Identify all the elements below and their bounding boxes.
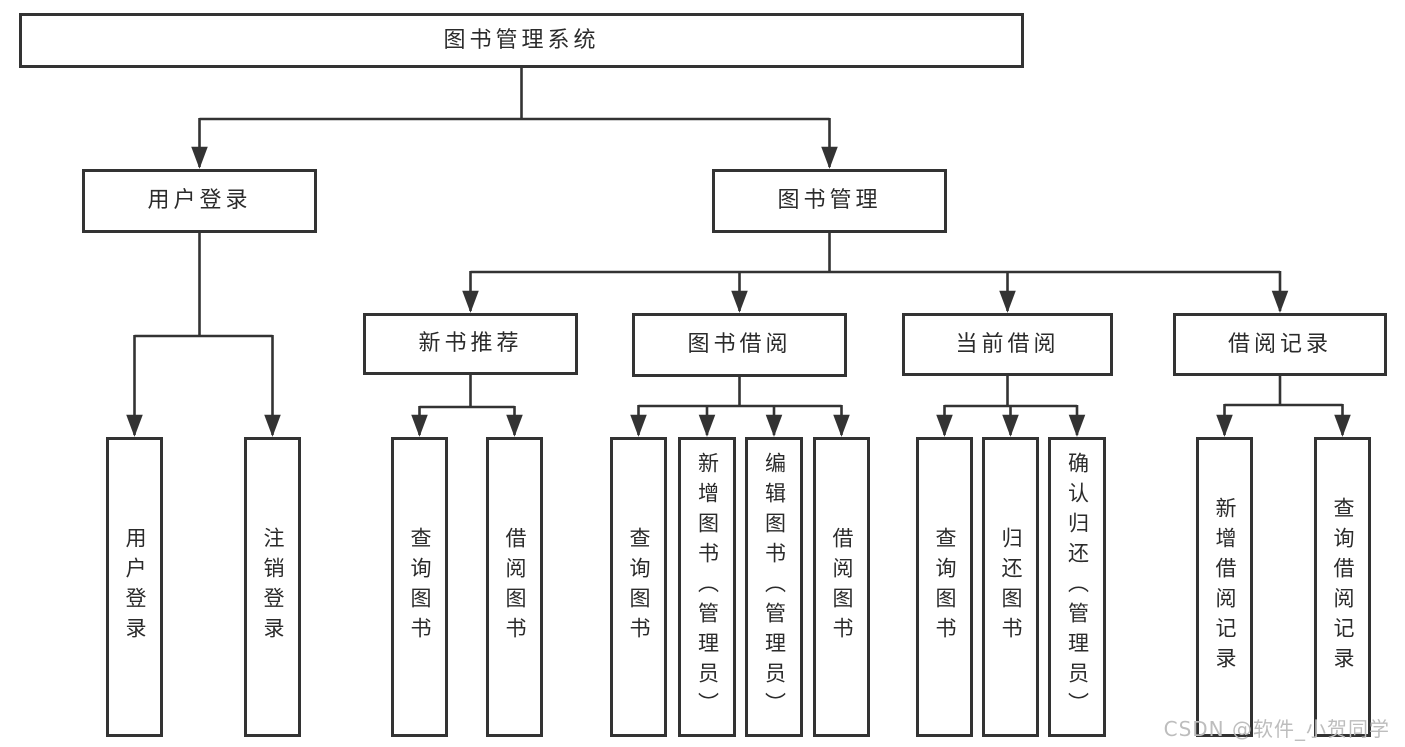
leaf-bb-query-books-label: 查询图书 bbox=[627, 527, 651, 647]
leaf-br-add-record-label: 新增借阅记录 bbox=[1213, 497, 1237, 677]
leaf-cb-return-books-label: 归还图书 bbox=[999, 527, 1023, 647]
connectors bbox=[126, 67, 1351, 437]
leaf-br-add-record: 新增借阅记录 bbox=[1196, 437, 1253, 737]
leaf-bb-query-books: 查询图书 bbox=[610, 437, 667, 737]
node-library-system: 图书管理系统 bbox=[19, 13, 1024, 68]
node-borrowing-records-label: 借阅记录 bbox=[1227, 331, 1332, 357]
node-book-borrowing-label: 图书借阅 bbox=[687, 332, 792, 357]
node-user-login-label: 用户登录 bbox=[147, 188, 252, 213]
node-current-borrowing-label: 当前借阅 bbox=[955, 331, 1060, 357]
node-library-system-label: 图书管理系统 bbox=[443, 27, 600, 53]
leaf-cb-confirm-return-admin: 确认归还（管理员） bbox=[1048, 437, 1106, 737]
leaf-bb-edit-books-admin: 编辑图书（管理员） bbox=[745, 437, 803, 737]
leaf-logout-label: 注销登录 bbox=[261, 527, 285, 647]
node-new-book-recommend-label: 新书推荐 bbox=[418, 331, 523, 356]
leaf-bb-edit-books-admin-label: 编辑图书（管理员） bbox=[762, 452, 787, 722]
leaf-nbr-borrow-books: 借阅图书 bbox=[486, 437, 543, 737]
leaf-cb-return-books: 归还图书 bbox=[982, 437, 1039, 737]
node-current-borrowing: 当前借阅 bbox=[902, 313, 1113, 376]
node-book-management-label: 图书管理 bbox=[777, 188, 882, 213]
leaf-br-query-record: 查询借阅记录 bbox=[1314, 437, 1371, 737]
leaf-br-query-record-label: 查询借阅记录 bbox=[1331, 497, 1355, 677]
node-new-book-recommend: 新书推荐 bbox=[363, 313, 578, 375]
leaf-user-login-label: 用户登录 bbox=[123, 527, 147, 647]
node-book-management: 图书管理 bbox=[712, 169, 947, 233]
leaf-cb-confirm-return-admin-label: 确认归还（管理员） bbox=[1065, 452, 1090, 722]
node-user-login: 用户登录 bbox=[82, 169, 317, 233]
leaf-bb-add-books-admin-label: 新增图书（管理员） bbox=[695, 452, 720, 722]
csdn-watermark: CSDN @软件_小贺同学 bbox=[1163, 717, 1390, 741]
leaf-nbr-borrow-books-label: 借阅图书 bbox=[503, 527, 527, 647]
leaf-cb-query-books: 查询图书 bbox=[916, 437, 973, 737]
leaf-bb-add-books-admin: 新增图书（管理员） bbox=[678, 437, 736, 737]
leaf-logout: 注销登录 bbox=[244, 437, 301, 737]
leaf-user-login: 用户登录 bbox=[106, 437, 163, 737]
leaf-nbr-query-books: 查询图书 bbox=[391, 437, 448, 737]
leaf-nbr-query-books-label: 查询图书 bbox=[408, 527, 432, 647]
node-book-borrowing: 图书借阅 bbox=[632, 313, 847, 377]
leaf-bb-borrow-books-label: 借阅图书 bbox=[830, 527, 854, 647]
leaf-bb-borrow-books: 借阅图书 bbox=[813, 437, 870, 737]
node-borrowing-records: 借阅记录 bbox=[1173, 313, 1387, 376]
leaf-cb-query-books-label: 查询图书 bbox=[933, 527, 957, 647]
